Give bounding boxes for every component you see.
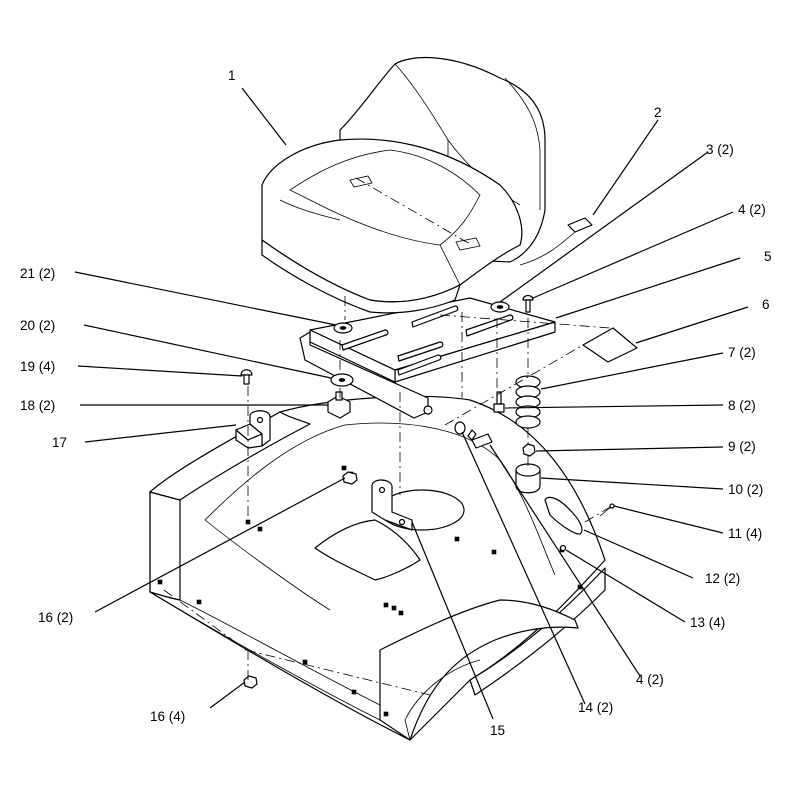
callout-9: 9 (2) — [728, 439, 756, 454]
callout-16a: 16 (4) — [150, 709, 185, 724]
callout-4a: 4 (2) — [738, 202, 766, 217]
hinge-bracket-part-17 — [235, 410, 271, 449]
screw-part-4-upper — [522, 294, 534, 313]
callout-7: 7 (2) — [728, 345, 756, 360]
callout-16b: 16 (2) — [38, 610, 73, 625]
callout-4b: 4 (2) — [636, 672, 664, 687]
seat-part-1 — [261, 57, 546, 314]
callout-14: 14 (2) — [578, 700, 613, 715]
decal-part-6 — [582, 327, 638, 363]
callout-6: 6 — [762, 297, 770, 312]
washer-part-14 — [454, 421, 466, 435]
assembly-centerlines — [163, 177, 613, 696]
callout-1: 1 — [228, 68, 236, 83]
bolt-part-19 — [240, 369, 253, 385]
leader-lines — [74, 87, 749, 720]
spring-part-7 — [515, 375, 541, 429]
callout-3: 3 (2) — [706, 142, 734, 157]
seat-switch-part-2 — [519, 217, 593, 266]
callout-5: 5 — [764, 249, 772, 264]
nut-part-16-lower — [243, 675, 258, 689]
spacer-part-10 — [515, 463, 541, 494]
bracket-part-12 — [544, 496, 583, 535]
callout-12: 12 (2) — [705, 571, 740, 586]
callout-11: 11 (4) — [728, 526, 762, 541]
knob-part-18 — [327, 391, 351, 419]
callout-19: 19 (4) — [20, 359, 55, 374]
callout-10: 10 (2) — [728, 482, 763, 497]
fender-body — [149, 395, 606, 741]
nut-part-9 — [522, 443, 536, 457]
callout-17: 17 — [52, 435, 67, 450]
washer-part-20 — [330, 373, 354, 387]
callout-15: 15 — [490, 723, 505, 738]
rear-bracket-part-15 — [371, 479, 413, 531]
callout-8: 8 (2) — [728, 398, 756, 413]
callout-13: 13 (4) — [690, 615, 725, 630]
bolt-part-4-lower — [467, 429, 493, 449]
bolt-part-8 — [493, 391, 505, 413]
callout-2: 2 — [654, 105, 662, 120]
callout-18: 18 (2) — [20, 398, 55, 413]
callout-21: 21 (2) — [20, 266, 55, 281]
screw-part-13 — [559, 544, 567, 552]
nut-part-16-upper — [342, 471, 358, 485]
callout-20: 20 (2) — [20, 318, 55, 333]
screw-part-11 — [599, 503, 615, 517]
callout-labels: 1 2 3 (2) 4 (2) 5 6 7 (2) 8 (2) 9 (2) 10… — [20, 68, 772, 738]
